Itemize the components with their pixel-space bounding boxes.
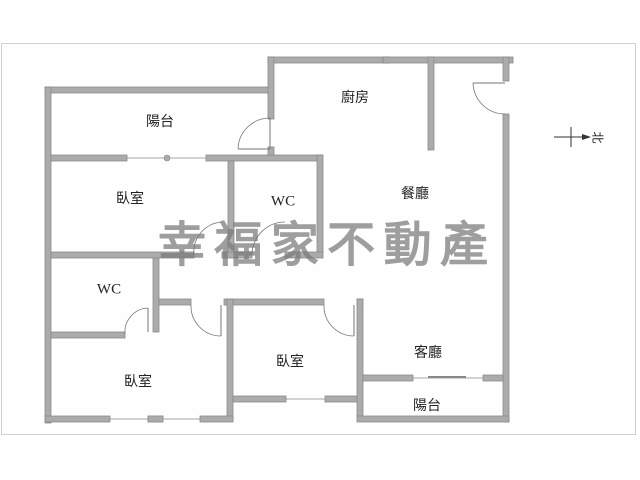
room-label-balcony-south: 陽台 [413,398,441,414]
room-label-bedroom-lower-center: 臥室 [276,354,304,370]
room-label-bedroom-upper-left: 臥室 [116,191,144,207]
room-label-living-room: 客廳 [414,345,442,361]
windows [110,154,483,423]
room-label-dining-room: 餐廳 [401,186,429,202]
doors [124,82,506,337]
walls [44,56,514,424]
room-label-balcony-north: 陽台 [146,114,174,130]
room-label-wc-left: WC [96,281,122,298]
compass-north-label: 北 [590,131,605,144]
room-label-wc-center: WC [270,193,296,210]
room-label-kitchen: 廚房 [341,90,369,106]
room-label-bedroom-lower-left: 臥室 [124,374,152,390]
north-arrow-icon [554,127,591,147]
